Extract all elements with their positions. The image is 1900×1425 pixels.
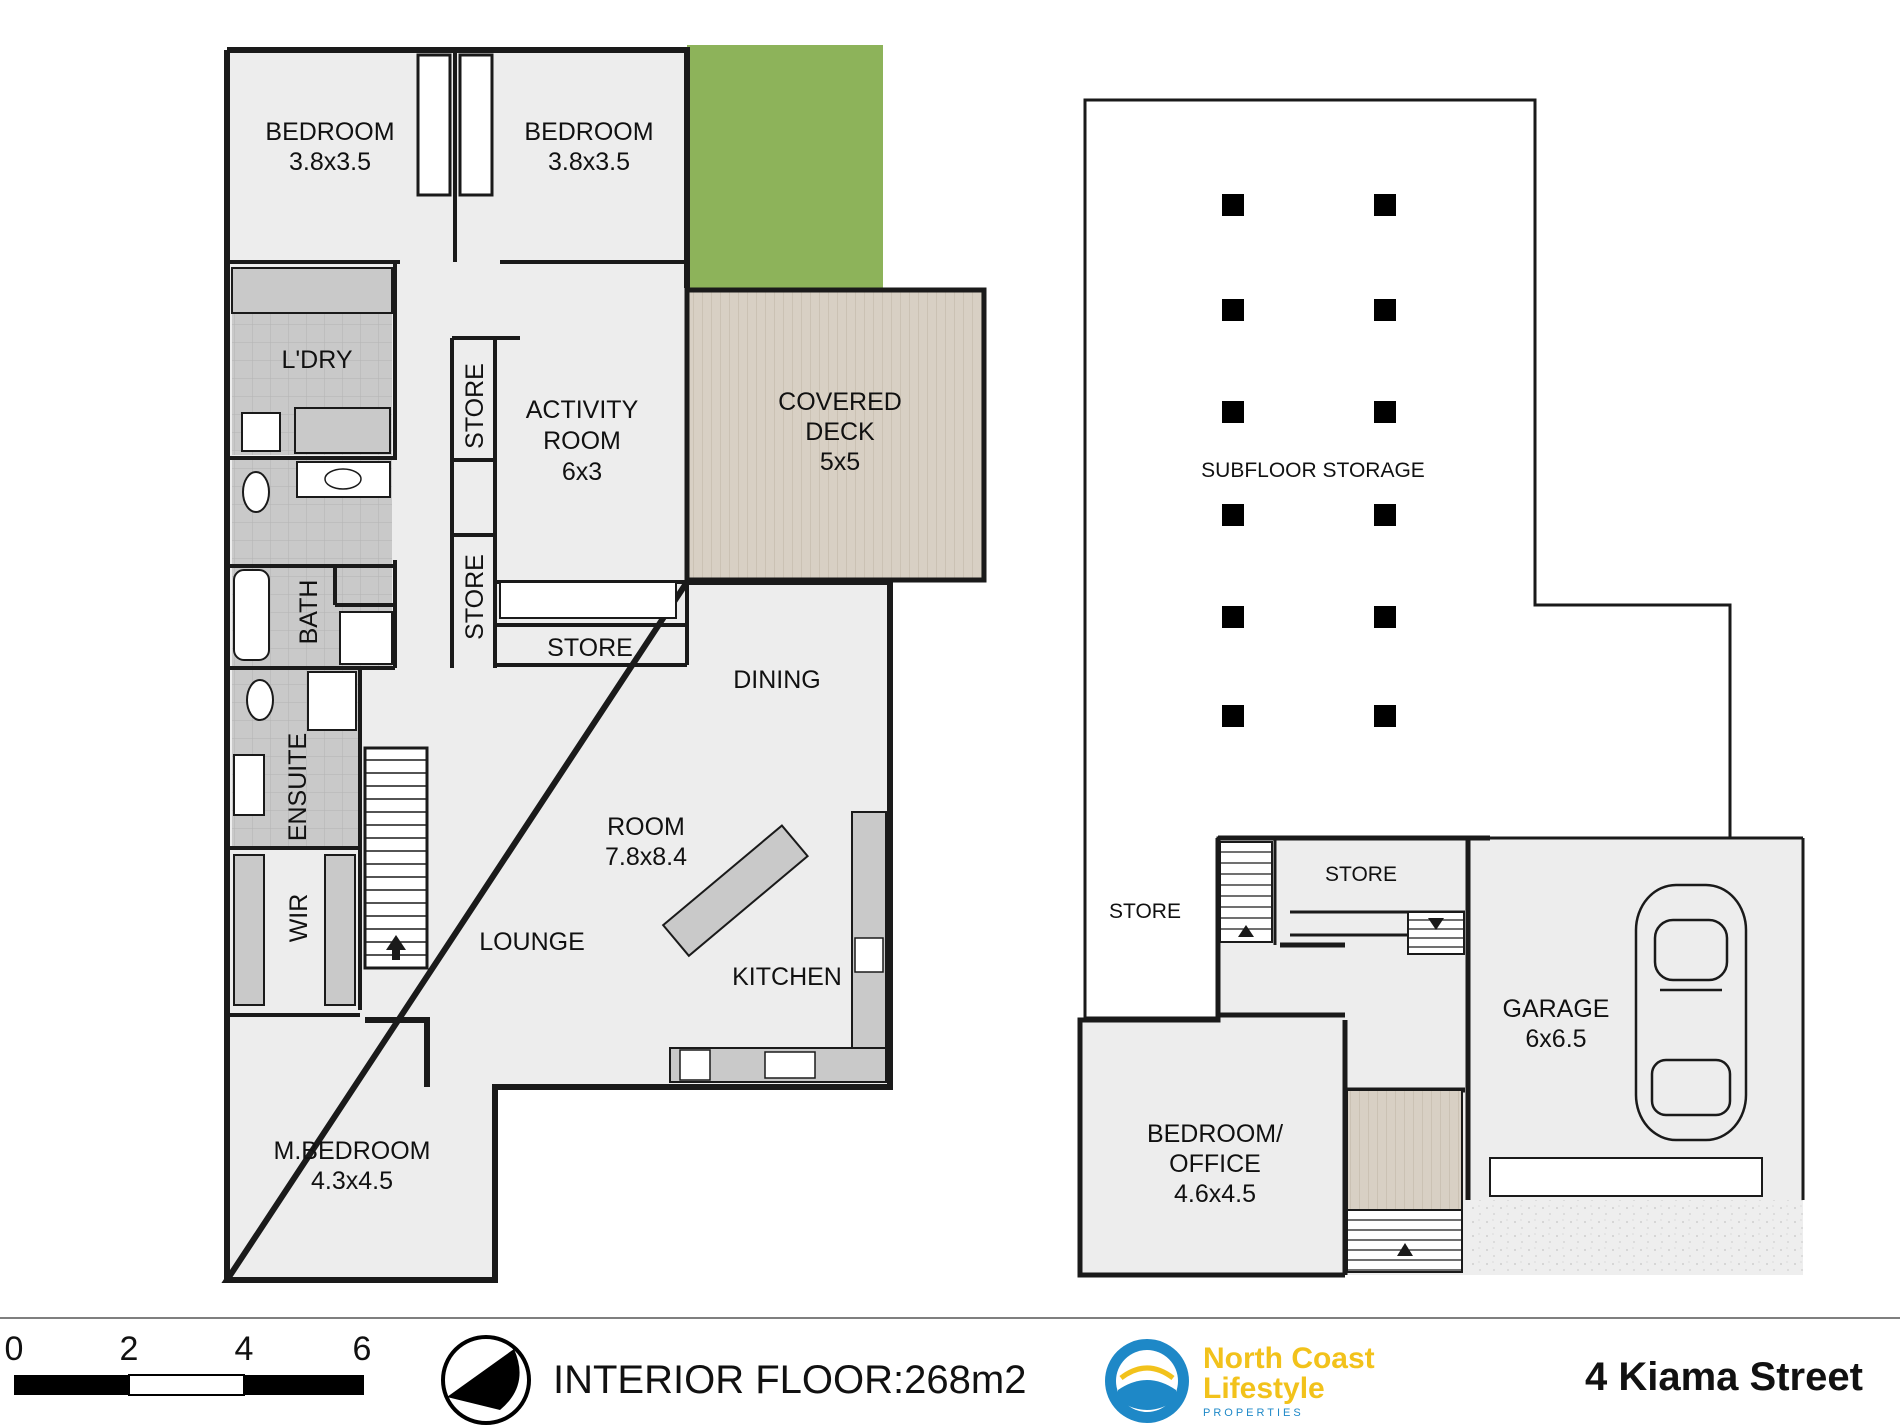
store-3-label: STORE <box>547 634 633 662</box>
store-1-label: STORE <box>461 363 489 449</box>
brand-name-line2: Lifestyle <box>1203 1372 1325 1405</box>
brand-name-line3: PROPERTIES <box>1203 1407 1304 1419</box>
lower-stairs-left <box>1219 841 1273 943</box>
pillar <box>1222 299 1244 321</box>
pillar <box>1374 705 1396 727</box>
bedroom-2-label: BEDROOM <box>524 118 653 146</box>
basin <box>324 468 362 490</box>
brand-logo-icon <box>1105 1339 1189 1423</box>
north-compass-icon <box>441 1335 531 1425</box>
wir-label: WIR <box>285 894 313 943</box>
pillar <box>1222 705 1244 727</box>
outer-walls <box>221 47 893 1283</box>
activity-desk <box>499 581 677 619</box>
driveway-gravel <box>1468 1200 1803 1275</box>
ground-floor-plan: BEDROOM 3.8x3.5 BEDROOM 3.8x3.5 L'DRY ST… <box>221 45 987 1283</box>
bathtub <box>233 569 270 661</box>
bedroom-2-size: 3.8x3.5 <box>548 148 630 176</box>
pillar <box>1222 606 1244 628</box>
kitchen-bench-right <box>851 811 887 1051</box>
pillar <box>1374 606 1396 628</box>
lounge-label: LOUNGE <box>479 928 585 956</box>
ensuite-vanity <box>233 754 265 816</box>
bedroom-1-size: 3.8x3.5 <box>289 148 371 176</box>
toilet-1 <box>242 471 270 513</box>
laundry-tub <box>294 407 391 454</box>
bedroom-wardrobe-left <box>416 53 452 197</box>
master-bedroom-size: 4.3x4.5 <box>311 1167 393 1195</box>
ground-stairs <box>363 746 429 970</box>
covered-deck-label-2: DECK <box>805 418 875 446</box>
pillar <box>1374 299 1396 321</box>
cooktop <box>854 937 884 973</box>
car-outline <box>1634 883 1748 1142</box>
garage-label: GARAGE <box>1503 995 1610 1023</box>
laundry-label: L'DRY <box>281 346 352 374</box>
store-top-label: STORE <box>1325 863 1397 886</box>
bedroom-office-label-2: OFFICE <box>1169 1150 1261 1178</box>
pillar <box>1222 504 1244 526</box>
covered-deck-label-1: COVERED <box>778 388 902 416</box>
shower-2 <box>307 671 357 731</box>
room-label: ROOM <box>607 813 685 841</box>
subfloor-pillars <box>1222 194 1396 727</box>
lower-floor-plan: SUBFLOOR STORAGE STORE STORE GARAGE 6x6.… <box>1077 98 1805 1278</box>
scale-label-2: 2 <box>120 1330 139 1368</box>
wir-shelf-left <box>233 854 265 1006</box>
scale-bar: 0 2 4 6 <box>5 1330 372 1396</box>
lower-stairs-right <box>1407 911 1465 955</box>
laundry-bench <box>231 267 393 314</box>
lower-walls <box>1077 835 1490 1278</box>
kitchen-label: KITCHEN <box>732 963 842 991</box>
store-2-label: STORE <box>461 554 489 640</box>
subfloor-storage-label: SUBFLOOR STORAGE <box>1201 459 1425 482</box>
pillar <box>1222 401 1244 423</box>
master-bedroom-label: M.BEDROOM <box>274 1137 431 1165</box>
activity-room-label-2: ROOM <box>543 427 621 455</box>
lawn-area <box>687 45 883 288</box>
shower-1 <box>339 611 393 665</box>
vanity-basin <box>296 461 391 498</box>
room-size: 7.8x8.4 <box>605 843 687 871</box>
pillar <box>1374 194 1396 216</box>
dishwasher <box>679 1049 711 1081</box>
activity-room-label-1: ACTIVITY <box>526 396 639 424</box>
ensuite-label: ENSUITE <box>284 733 312 841</box>
bath-label: BATH <box>295 580 323 645</box>
lower-interior-walls <box>1273 836 1805 1200</box>
toilet-2 <box>246 679 274 721</box>
bedroom-wardrobe-right <box>458 53 494 197</box>
kitchen-sink <box>764 1051 816 1079</box>
bedroom-office-size: 4.6x4.5 <box>1174 1180 1256 1208</box>
pillar <box>1374 401 1396 423</box>
activity-room-size: 6x3 <box>562 458 602 486</box>
brand-name-line1: North Coast <box>1203 1342 1375 1375</box>
wir-shelf-right <box>324 854 356 1006</box>
pillar <box>1222 194 1244 216</box>
address-label: 4 Kiama Street <box>1585 1355 1863 1399</box>
scale-label-4: 4 <box>235 1330 254 1368</box>
store-left-label: STORE <box>1109 900 1181 923</box>
lower-stairs-bottom <box>1346 1089 1463 1273</box>
dining-label: DINING <box>733 666 821 694</box>
covered-deck-size: 5x5 <box>820 448 860 476</box>
washing-machine <box>241 412 281 452</box>
bedroom-office-label-1: BEDROOM/ <box>1147 1120 1283 1148</box>
pillar <box>1374 504 1396 526</box>
garage-door <box>1489 1157 1763 1197</box>
footer: 0 2 4 6 INTERIOR FLOOR:268m2 North Coast… <box>0 1317 1900 1425</box>
interior-floor-label: INTERIOR FLOOR:268m2 <box>553 1358 1026 1402</box>
garage-size: 6x6.5 <box>1525 1025 1586 1053</box>
kitchen-island <box>661 824 810 958</box>
scale-label-0: 0 <box>5 1330 24 1368</box>
scale-label-6: 6 <box>353 1330 372 1368</box>
bedroom-1-label: BEDROOM <box>265 118 394 146</box>
